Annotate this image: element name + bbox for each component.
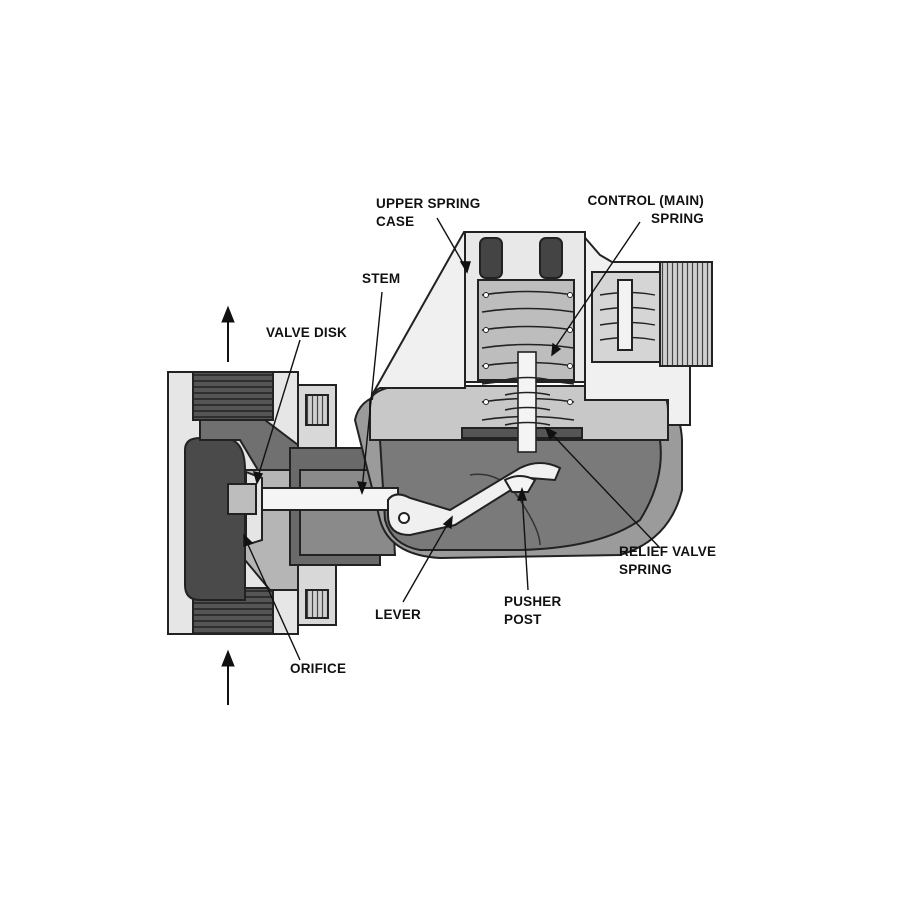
label-relief-valve-spring: RELIEF VALVE SPRING xyxy=(619,544,717,577)
label-pusher-post: PUSHER POST xyxy=(504,594,562,627)
vent-cap xyxy=(591,261,713,367)
label-upper-spring-case: UPPER SPRING CASE xyxy=(376,196,481,229)
label-valve-disk: VALVE DISK xyxy=(266,325,348,340)
label-stem: STEM xyxy=(362,271,401,286)
leader-lines xyxy=(243,217,661,661)
relief-valve-assembly xyxy=(504,351,551,453)
label-orifice: ORIFICE xyxy=(290,661,347,676)
label-lever: LEVER xyxy=(375,607,422,622)
label-control-main-spring: CONTROL (MAIN) SPRING xyxy=(587,193,704,226)
pusher-post xyxy=(503,475,537,493)
inlet-flow-arrow xyxy=(221,649,235,705)
outlet-flow-arrow xyxy=(221,305,235,362)
stem-and-disk xyxy=(227,470,399,547)
